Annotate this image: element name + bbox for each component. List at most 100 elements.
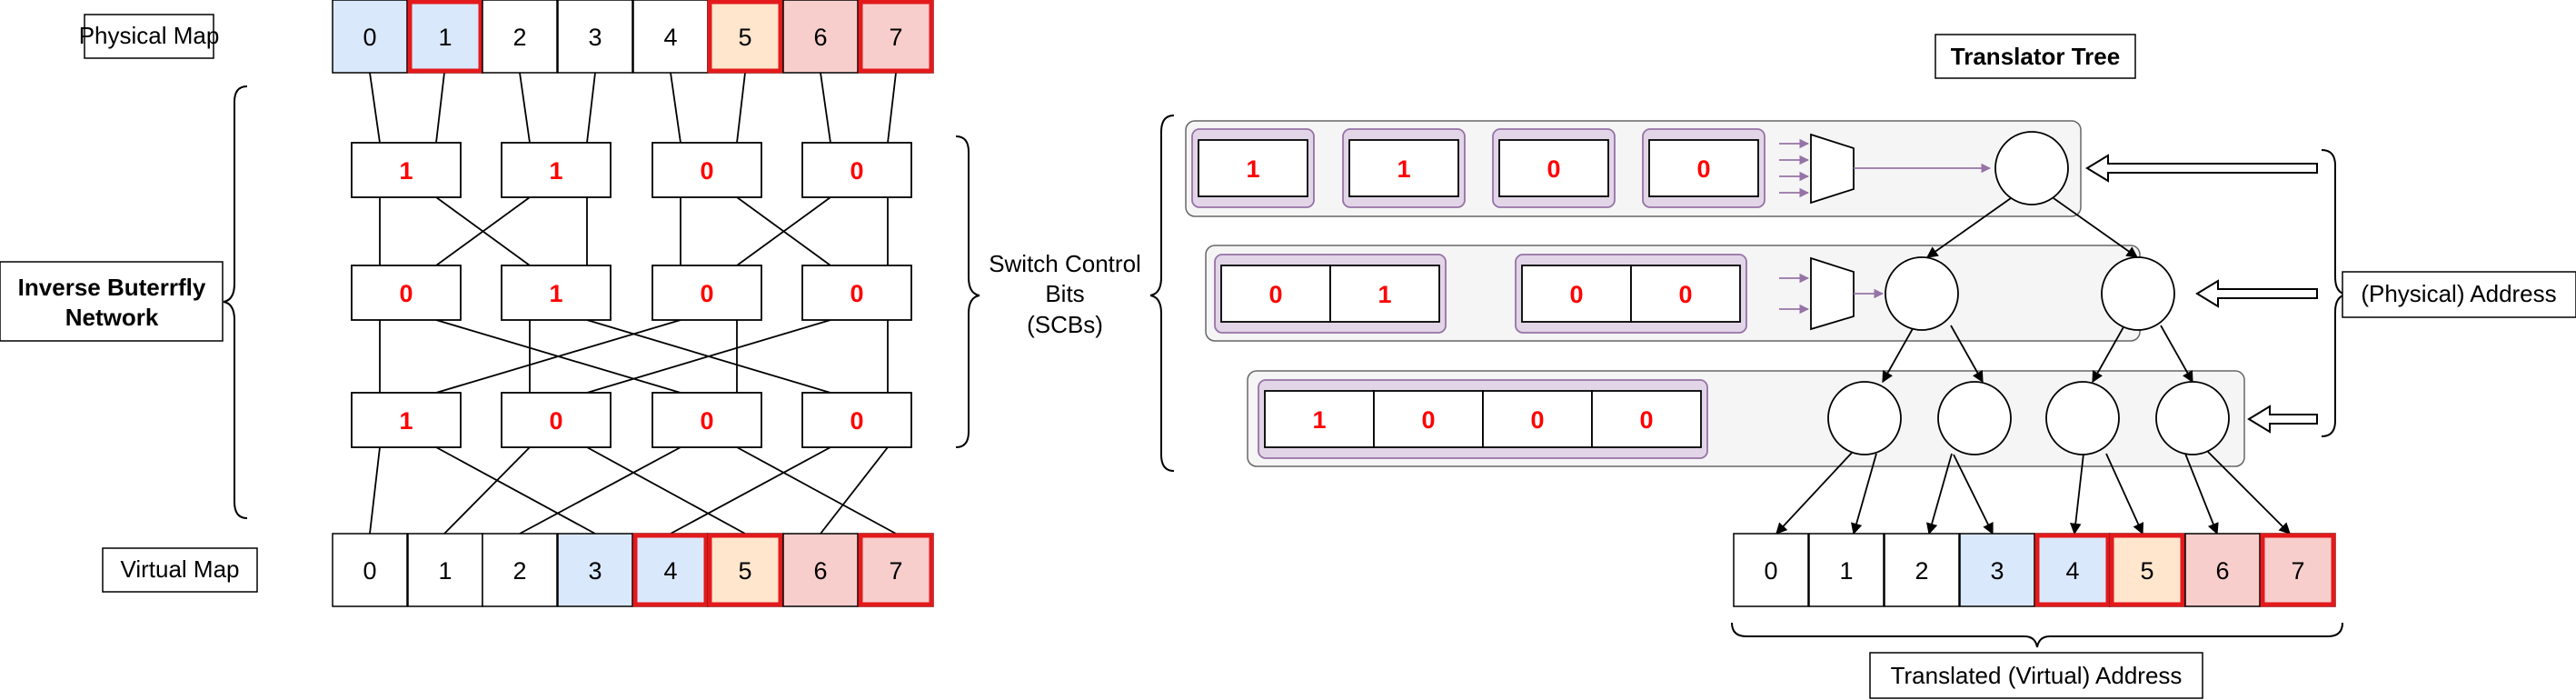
switch-box: 0 [651, 392, 762, 448]
switch-control-bit: 0 [399, 280, 413, 307]
switch-box: 0 [801, 142, 912, 198]
register-cell [1264, 390, 1375, 448]
tree-node-l3-c [2045, 381, 2120, 455]
tree-node-l3-b [1937, 381, 2012, 455]
register-cell [1498, 139, 1609, 197]
mux-level-2 [1779, 256, 1885, 331]
virtual-map-label: Virtual Map [102, 547, 258, 593]
translated-address-cell-value: 7 [2291, 557, 2304, 585]
virtual-map-cell-value: 0 [363, 557, 376, 585]
translated-address-cell-6: 6 [2184, 533, 2261, 607]
network-label-line-1: Inverse Buterrfly [18, 274, 206, 301]
physical-map-cell-7: 7 [858, 0, 934, 74]
virtual-map-cell-4: 4 [632, 533, 709, 607]
physical-map-cell-value: 1 [438, 24, 452, 51]
register-bit: 1 [1246, 155, 1259, 183]
mux-shape [1810, 256, 1855, 331]
virtual-map-cell-value: 4 [663, 557, 677, 585]
translated-address-label: Translated (Virtual) Address [1869, 652, 2203, 699]
physical-map-cell-value: 2 [512, 24, 526, 51]
translated-address-cell-0: 0 [1733, 533, 1809, 607]
translated-address-cell-3: 3 [1959, 533, 2035, 607]
switch-control-bit: 1 [549, 280, 562, 307]
physical-map-cell-5: 5 [707, 0, 783, 74]
physical-map-cell-6: 6 [782, 0, 859, 74]
register-cell [1591, 390, 1702, 448]
tree-edges [1775, 197, 2291, 535]
physical-map-label: Physical Map [79, 14, 219, 59]
tree-node-root [1994, 131, 2069, 205]
register-bit: 1 [1312, 406, 1326, 434]
translated-brace [1731, 622, 2343, 648]
mux-level-1 [1779, 133, 1992, 205]
switch-control-bit: 0 [700, 280, 713, 307]
mux-shape [1810, 133, 1855, 205]
translator-tree-title-text: Translator Tree [1951, 43, 2120, 70]
translated-address-cell-value: 4 [2065, 557, 2079, 585]
scb-label: Switch Control Bits (SCBs) [989, 250, 1141, 338]
translated-address: 0 1 2 3 4 5 6 7 [1733, 533, 2336, 607]
virtual-map-cell-2: 2 [482, 533, 558, 607]
register-bit: 0 [1678, 281, 1692, 308]
physical-map-cell-value: 6 [813, 24, 827, 51]
switch-box: 0 [351, 265, 462, 321]
register-group: 0 [1492, 128, 1616, 208]
translated-address-cell-value: 0 [1764, 557, 1777, 585]
block-arrow-level-3 [2247, 405, 2318, 434]
register-group: 1 0 0 0 [1258, 379, 1708, 459]
virtual-map-cell-value: 6 [813, 557, 827, 585]
switch-control-bit: 0 [850, 407, 863, 435]
register-group: 1 [1342, 128, 1466, 208]
register-cell [1373, 390, 1484, 448]
register-cell [1348, 139, 1459, 197]
switch-control-bit: 0 [850, 157, 863, 185]
virtual-map-cell-5: 5 [707, 533, 783, 607]
tree-node-l3-a [1827, 381, 1902, 455]
physical-map-cell-0: 0 [332, 0, 408, 74]
network-label: Inverse Buterrfly Network [0, 261, 224, 342]
translated-address-cell-4: 4 [2034, 533, 2111, 607]
block-arrow-level-1 [2085, 154, 2318, 183]
physical-map-cell-value: 3 [588, 24, 602, 51]
physical-map-cell-4: 4 [632, 0, 709, 74]
switch-box: 1 [351, 142, 462, 198]
register-bit: 0 [1421, 406, 1435, 434]
scb-label-line-3: (SCBs) [1027, 311, 1103, 338]
register-bit: 0 [1530, 406, 1544, 434]
physical-map-cell-3: 3 [557, 0, 633, 74]
virtual-map-cell-value: 3 [588, 557, 602, 585]
translated-address-cell-2: 2 [1884, 533, 1960, 607]
switch-control-bit: 1 [549, 157, 562, 185]
switch-control-bit: 1 [399, 157, 413, 185]
virtual-map-cell-6: 6 [782, 533, 859, 607]
translated-address-cell-value: 3 [1990, 557, 2004, 585]
switch-control-bit: 0 [850, 280, 863, 307]
register-cell [1198, 139, 1308, 197]
translated-address-cell-5: 5 [2109, 533, 2185, 607]
translated-address-highlight-border [2034, 533, 2111, 607]
scb-brace [955, 135, 980, 448]
register-bit: 0 [1268, 281, 1282, 308]
switch-control-bit: 1 [399, 407, 413, 435]
register-bit: 1 [1397, 155, 1410, 183]
scb-label-line-2: Bits [1045, 280, 1084, 307]
register-cell [1630, 265, 1741, 323]
virtual-map-cell-3: 3 [557, 533, 633, 607]
switch-box: 0 [651, 265, 762, 321]
translated-address-cell-1: 1 [1808, 533, 1885, 607]
register-bit: 0 [1547, 155, 1560, 183]
translated-address-highlight-border [2109, 533, 2185, 607]
switch-box: 0 [801, 265, 912, 321]
physical-map-highlight-border [707, 0, 783, 74]
translated-address-cell-value: 2 [1915, 557, 1928, 585]
translated-address-highlight-border [2260, 533, 2336, 607]
physical-map-cell-value: 4 [663, 24, 677, 51]
register-bit: 0 [1639, 406, 1653, 434]
translated-address-cell-value: 6 [2215, 557, 2229, 585]
virtual-map-cell-value: 7 [889, 557, 902, 585]
virtual-map-highlight-border [632, 533, 709, 607]
